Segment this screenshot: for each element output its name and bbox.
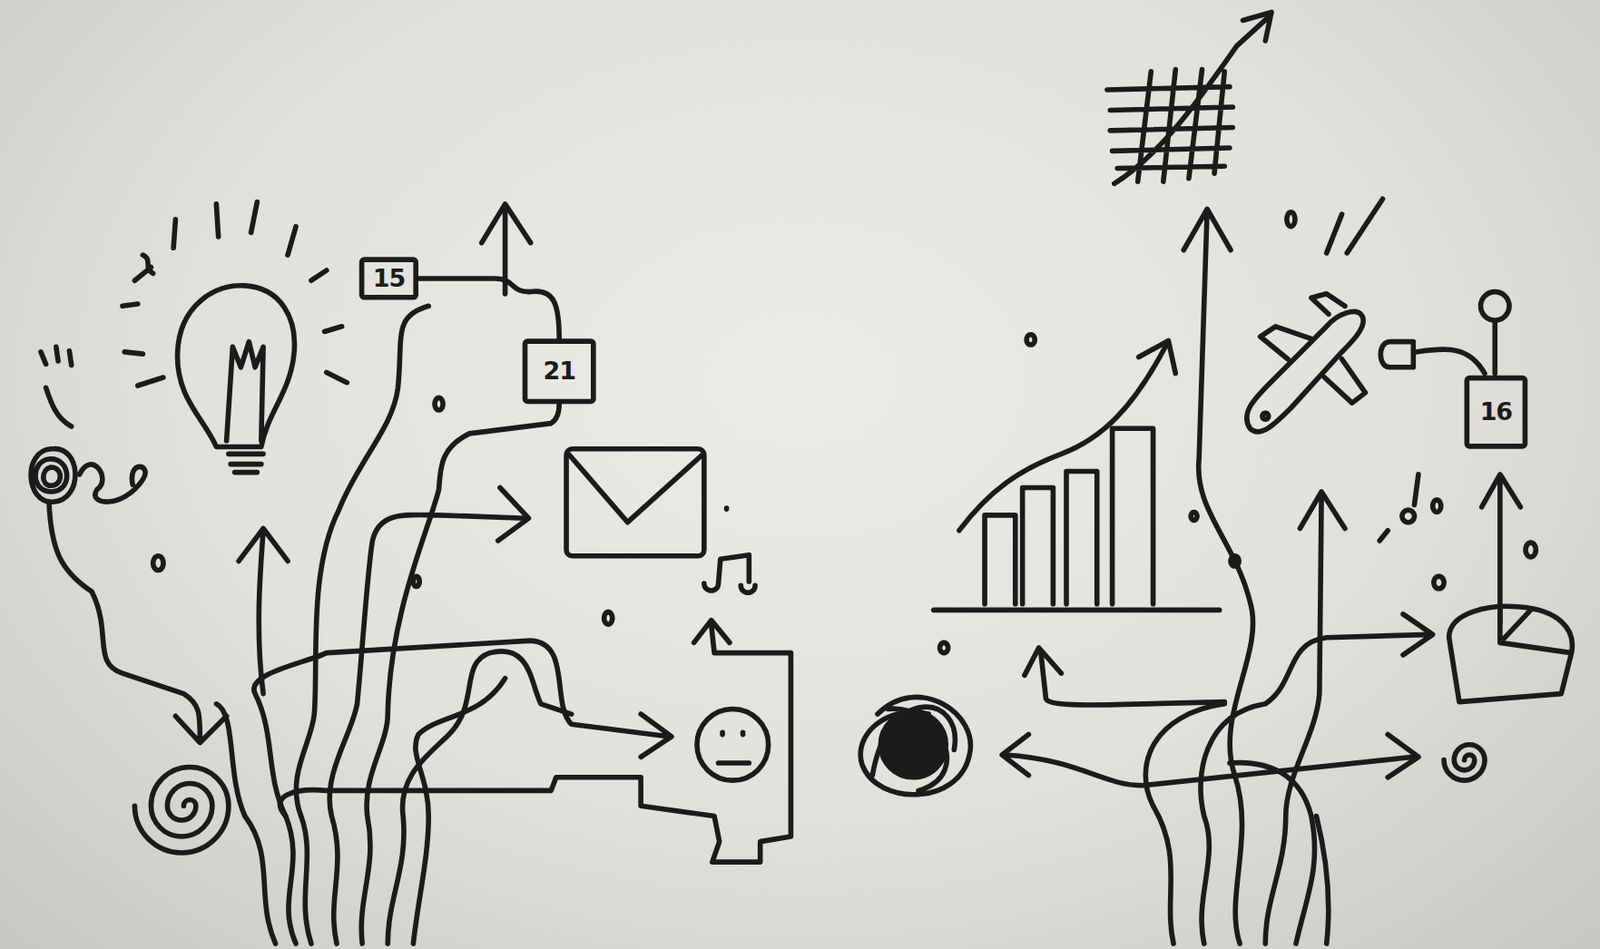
flow-line: [1200, 614, 1434, 944]
date-box: 15: [359, 256, 419, 300]
face: [696, 708, 769, 781]
growth-grid: [1107, 11, 1272, 184]
spiral: [1443, 745, 1485, 781]
date-box: 16: [1464, 375, 1529, 450]
date-number: 15: [373, 264, 405, 293]
dots: [153, 212, 1537, 654]
head-outline: [279, 620, 791, 863]
up-arrow: [1024, 647, 1225, 706]
scribble-ball: [880, 712, 946, 778]
flow-line: [1265, 491, 1345, 944]
music-note: [704, 508, 756, 593]
face-features: [718, 732, 750, 764]
joystick: [1380, 321, 1495, 374]
connector-line: [418, 278, 560, 339]
airplane: [1246, 198, 1384, 432]
bar-chart: [933, 428, 1220, 610]
flow-line: [1229, 763, 1316, 944]
scribble-ball: [860, 696, 971, 795]
up-arrow: [1482, 474, 1522, 623]
scribble: [30, 346, 146, 502]
date-box: 21: [522, 338, 597, 404]
pie-pot: [1449, 606, 1573, 702]
light-rays: [122, 202, 347, 386]
flow-line: [387, 651, 571, 944]
spiral: [134, 767, 228, 854]
envelope-flap: [569, 454, 702, 522]
envelope: [566, 449, 705, 557]
date-number: 21: [543, 357, 576, 386]
flow-line: [329, 487, 529, 944]
tall-arrow: [1183, 209, 1253, 945]
joystick-ball: [1481, 292, 1510, 321]
trend-arrow: [959, 341, 1176, 531]
music-note: [1379, 474, 1419, 541]
flow-line: [215, 704, 275, 944]
flow-line: [49, 501, 227, 743]
flow-line: [412, 678, 505, 944]
lightbulb: [177, 285, 295, 473]
flow-line: [1315, 816, 1328, 945]
date-number: 16: [1480, 398, 1512, 427]
